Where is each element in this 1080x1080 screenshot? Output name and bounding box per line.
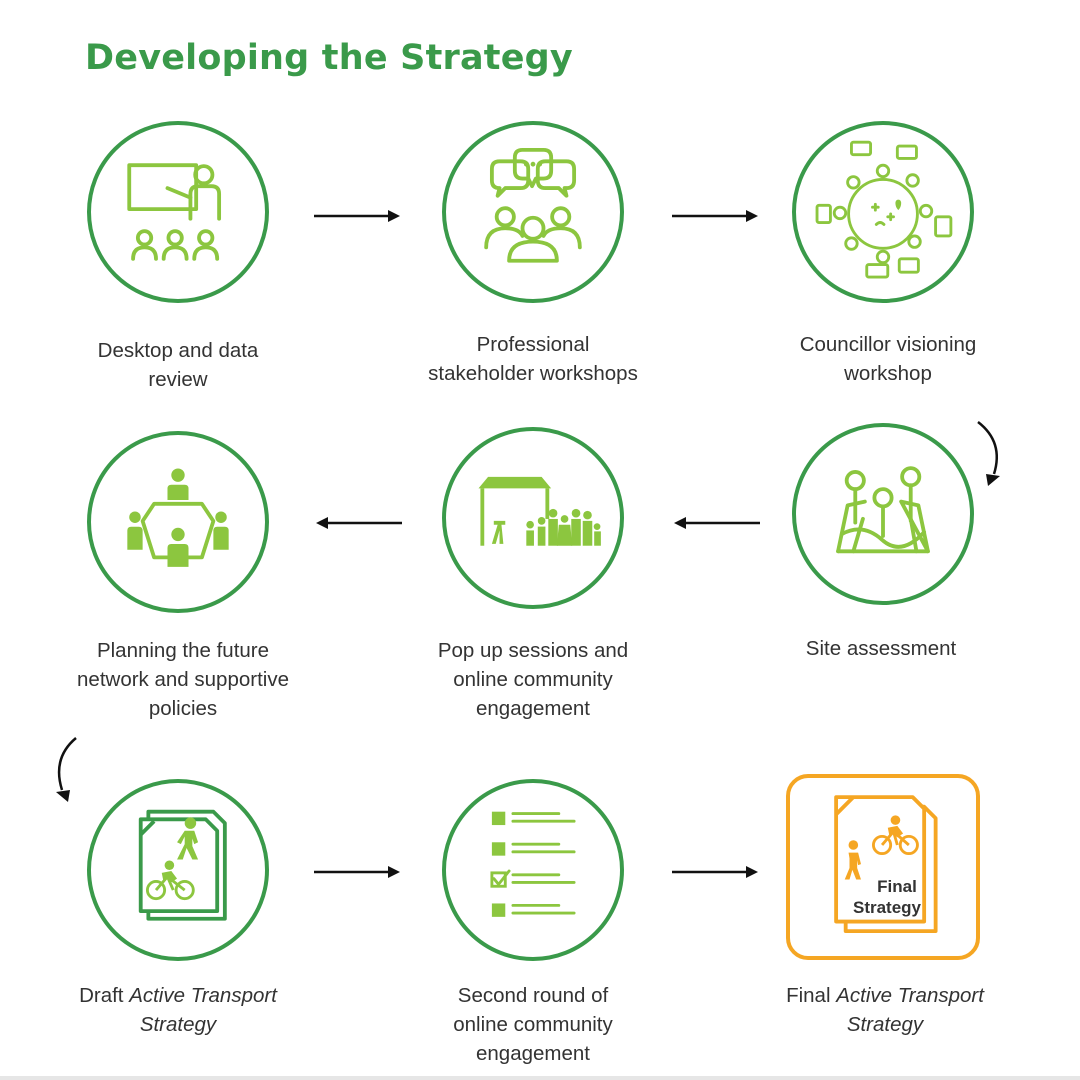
bottom-divider	[0, 1076, 1080, 1080]
step-stakeholder-workshops	[442, 121, 624, 303]
step-desktop-review	[87, 121, 269, 303]
left-arrow-icon	[316, 517, 402, 529]
step-site-assessment	[792, 423, 974, 605]
right-arrow-icon	[672, 210, 758, 222]
step-draft-strategy	[87, 779, 269, 961]
final-document-icon	[834, 795, 938, 934]
presentation-icon	[127, 163, 222, 261]
left-arrow-icon	[674, 517, 760, 529]
discussion-group-icon	[484, 147, 582, 263]
round-table-icon	[815, 140, 953, 279]
page-title: Developing the Strategy	[85, 38, 573, 78]
popup-tent-icon	[478, 476, 601, 546]
step-final-strategy: Final Strategy	[786, 774, 980, 960]
step-popup-sessions	[442, 427, 624, 609]
curved-arrow-icon	[977, 421, 1000, 486]
right-arrow-icon	[314, 866, 400, 878]
meeting-table-icon	[127, 468, 229, 567]
step-second-engagement	[442, 779, 624, 961]
step-label: Final Active Transport Strategy	[786, 984, 984, 1036]
step-label: Draft Active Transport Strategy	[79, 984, 277, 1036]
checklist-icon	[490, 811, 576, 917]
step-planning-network	[87, 431, 269, 613]
right-arrow-icon	[314, 210, 400, 222]
step-councillor-workshop	[792, 121, 974, 303]
map-pins-icon	[836, 466, 930, 554]
curved-arrow-icon	[56, 737, 77, 802]
draft-document-icon	[138, 809, 227, 921]
document-label: Final Strategy	[852, 877, 922, 917]
right-arrow-icon	[672, 866, 758, 878]
step-label: Site assessment	[805, 637, 957, 660]
